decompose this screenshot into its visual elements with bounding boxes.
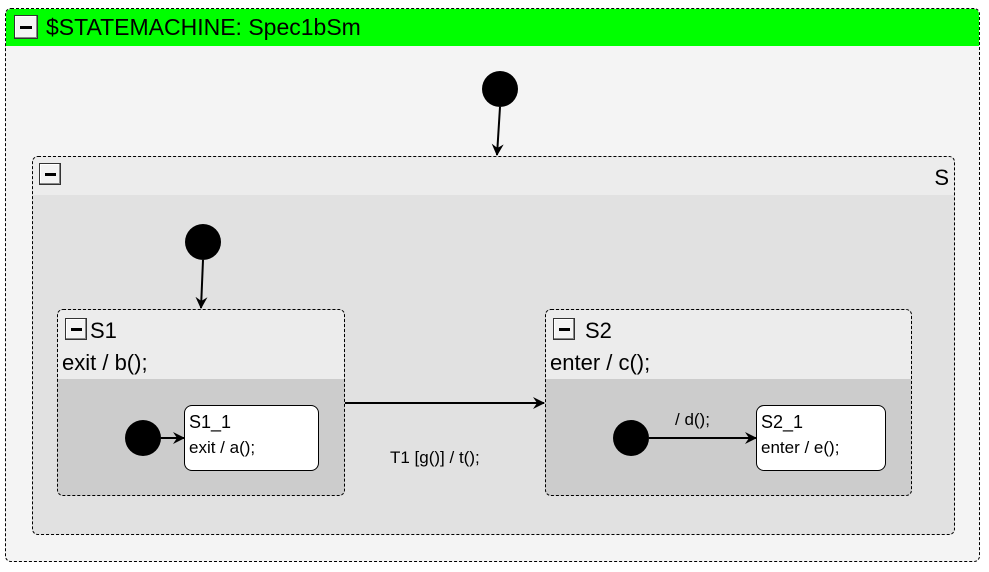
state-s-title: S: [934, 165, 949, 190]
state-s2-title: S2: [585, 318, 612, 343]
state-s1-1[interactable]: S1_1 exit / a();: [184, 405, 319, 471]
state-s1-1-action: exit / a();: [189, 438, 256, 457]
transition-s-init-to-s1: [195, 259, 208, 309]
statemachine-title: $STATEMACHINE: Spec1bSm: [46, 14, 361, 40]
initial-state-s1[interactable]: [125, 420, 161, 456]
initial-state-s2[interactable]: [613, 420, 649, 456]
state-s1-title: S1: [90, 318, 117, 343]
initial-state-top[interactable]: [482, 71, 518, 107]
collapse-icon[interactable]: [553, 318, 575, 340]
state-s2-1-action: enter / e();: [761, 438, 840, 457]
statemachine-header: [6, 9, 979, 46]
collapse-icon[interactable]: [39, 163, 61, 185]
collapse-icon[interactable]: [65, 318, 87, 340]
state-s1-header: [58, 310, 344, 379]
state-s2-1-title: S2_1: [761, 412, 804, 432]
transition-s2-initial-label[interactable]: / d();: [675, 410, 710, 429]
collapse-icon[interactable]: [14, 15, 38, 39]
state-s1[interactable]: S1 exit / b();: [57, 309, 345, 496]
state-s2-action: enter / c();: [550, 350, 651, 375]
transition-top-to-s: [491, 106, 504, 156]
transition-t1-label[interactable]: T1 [g()] / t();: [390, 448, 480, 467]
state-s2-header: [546, 310, 911, 379]
state-s1-action: exit / b();: [62, 350, 148, 375]
initial-state-s[interactable]: [185, 224, 221, 260]
state-s-header: [33, 157, 954, 195]
state-s2-1[interactable]: S2_1 enter / e();: [756, 405, 886, 471]
state-s1-1-title: S1_1: [189, 412, 232, 432]
